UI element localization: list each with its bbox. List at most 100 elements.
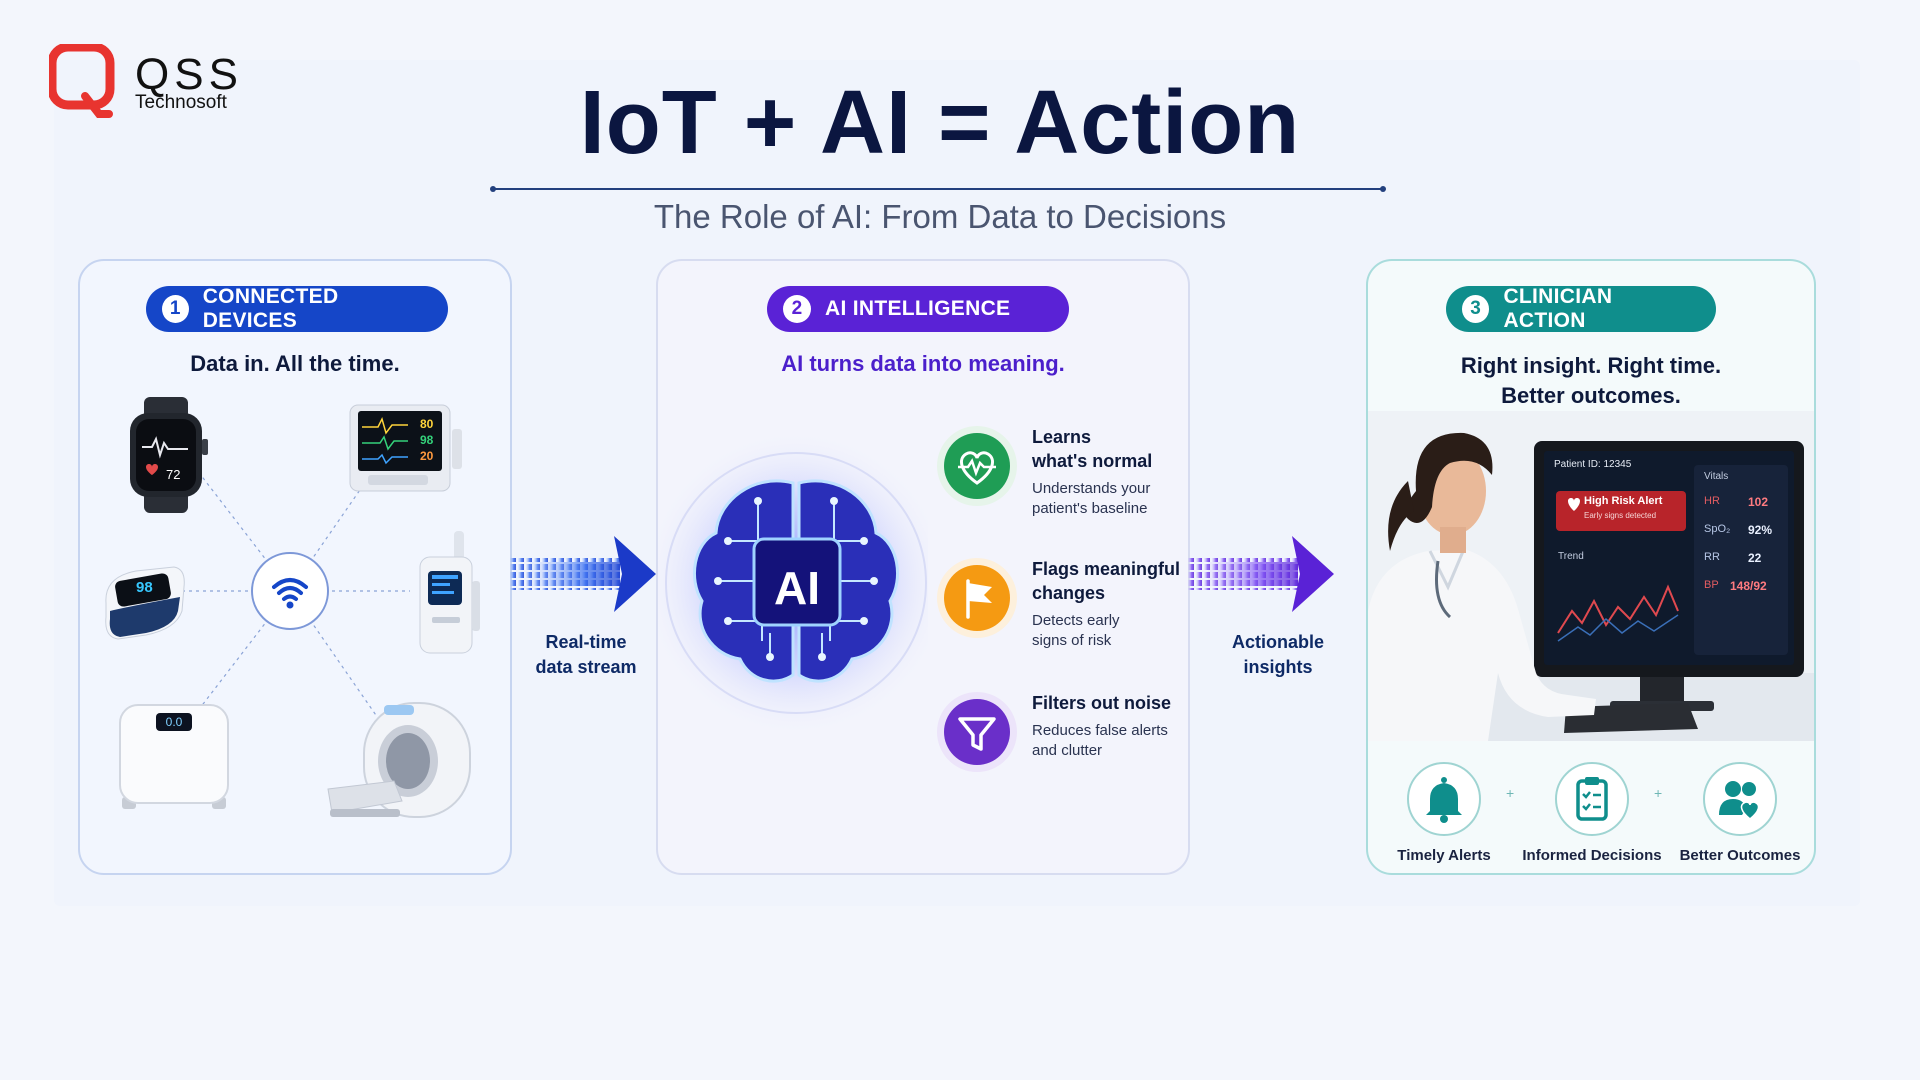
feature-2-body-line2: signs of risk bbox=[1032, 632, 1112, 649]
pulse-oximeter-device: 98 bbox=[96, 553, 192, 649]
brain-circuit-icon bbox=[646, 433, 946, 733]
feature-2-heading: Flags meaningful changes bbox=[1032, 557, 1192, 605]
title-divider bbox=[490, 186, 1386, 192]
outcomes-row: Timely Alerts + Informed Decisions + bbox=[1368, 751, 1814, 871]
feature-filters-noise: Filters out noise Reduces false alerts a… bbox=[936, 691, 1196, 791]
ai-intelligence-badge: 2 AI INTELLIGENCE bbox=[767, 286, 1069, 332]
connected-devices-panel: 1 CONNECTED DEVICES Data in. All the tim… bbox=[78, 259, 512, 875]
infusion-pump-icon bbox=[419, 531, 480, 654]
patient-monitor-icon bbox=[349, 404, 462, 492]
action-tagline-line1: Right insight. Right time. bbox=[1460, 353, 1722, 378]
connected-devices-label: CONNECTED DEVICES bbox=[202, 285, 339, 332]
brand-sub: Technosoft bbox=[135, 92, 227, 113]
feature-flags-changes: Flags meaningful changes Detects early s… bbox=[936, 557, 1196, 657]
vital-hr-name: HR bbox=[1704, 495, 1720, 507]
wifi-hub bbox=[250, 551, 330, 631]
mri-scanner-device bbox=[324, 697, 474, 823]
screen-patient-id: Patient ID: 12345 bbox=[1554, 459, 1632, 470]
feature-2-body-line1: Detects early bbox=[1032, 612, 1120, 629]
feature-3-body-line1: Reduces false alerts bbox=[1032, 722, 1168, 739]
outcome-better-outcomes: Better Outcomes bbox=[1670, 761, 1810, 864]
monitor-reading-1: 80 bbox=[420, 417, 434, 431]
plus-separator: + bbox=[1506, 785, 1515, 801]
smart-scale-device: 0.0 bbox=[114, 701, 234, 815]
vital-bp-name: BP bbox=[1704, 579, 1719, 591]
screen-alert-subtitle: Early signs detected bbox=[1584, 511, 1657, 520]
feature-1-body-line2: patient's baseline bbox=[1032, 500, 1148, 517]
vital-bp-value: 148/92 bbox=[1730, 579, 1767, 593]
feature-3-body-line2: and clutter bbox=[1032, 742, 1103, 759]
bell-icon bbox=[1407, 762, 1481, 836]
smartwatch-device: 72 bbox=[122, 397, 212, 513]
vital-spo2-name: SpO₂ bbox=[1704, 523, 1731, 535]
data-stream-label-line2: data stream bbox=[535, 657, 637, 677]
heart-pulse-icon bbox=[937, 426, 1017, 506]
insights-label-line2: insights bbox=[1243, 657, 1313, 677]
outcome-timely-alerts: Timely Alerts bbox=[1374, 761, 1514, 864]
page-subtitle: The Role of AI: From Data to Decisions bbox=[653, 198, 1227, 235]
feature-2-heading-line1: Flags meaningful bbox=[1032, 559, 1181, 579]
clinician-at-monitor-illustration bbox=[1368, 411, 1814, 741]
feature-1-heading: Learns what's normal bbox=[1032, 425, 1192, 473]
data-stream-label: Real-time data stream bbox=[516, 630, 656, 680]
outcome-label: Better Outcomes bbox=[1679, 847, 1801, 864]
feature-1-body: Understands your patient's baseline bbox=[1032, 479, 1192, 519]
step-number: 2 bbox=[783, 295, 811, 323]
vital-rr-name: RR bbox=[1704, 551, 1720, 563]
vital-rr-value: 22 bbox=[1748, 551, 1762, 565]
ai-brain-graphic: AI bbox=[646, 421, 946, 741]
monitor-reading-2: 98 bbox=[420, 433, 434, 447]
patient-monitor-device: 80 98 20 bbox=[348, 403, 464, 499]
infusion-pump-device bbox=[414, 531, 486, 657]
clinician-action-panel: 3 CLINICIAN ACTION Right insight. Right … bbox=[1366, 259, 1816, 875]
device-network-lines bbox=[170, 460, 410, 722]
ai-intelligence-panel: 2 AI INTELLIGENCE AI turns data into mea… bbox=[646, 259, 1190, 875]
step-number: 1 bbox=[162, 295, 189, 323]
feature-1-heading-line1: Learns bbox=[1032, 427, 1092, 447]
screen-trend-label: Trend bbox=[1558, 551, 1584, 562]
action-tagline-line2: Better outcomes. bbox=[1501, 383, 1681, 408]
clinician-action-label: CLINICIAN ACTION bbox=[1503, 285, 1613, 332]
data-stream-arrow bbox=[510, 536, 656, 612]
feature-1-body-line1: Understands your bbox=[1032, 480, 1151, 497]
ai-chip-label: AI bbox=[774, 562, 820, 614]
clinician-action-badge: 3 CLINICIAN ACTION bbox=[1446, 285, 1716, 332]
feature-3-heading-line1: Filters out noise bbox=[1032, 693, 1172, 713]
pulse-oximeter-icon bbox=[105, 566, 185, 640]
data-stream-label-line1: Real-time bbox=[545, 632, 627, 652]
brand-logo: QSS Technosoft bbox=[49, 44, 239, 124]
ai-intelligence-label: AI INTELLIGENCE bbox=[825, 297, 1011, 320]
feature-3-heading: Filters out noise bbox=[1032, 691, 1192, 715]
clinician-scene: Patient ID: 12345 High Risk Alert Early … bbox=[1368, 411, 1814, 741]
vital-spo2-value: 92% bbox=[1748, 523, 1773, 537]
connected-devices-badge: 1 CONNECTED DEVICES bbox=[146, 285, 448, 332]
outcome-label: Informed Decisions bbox=[1522, 847, 1662, 864]
brand-name: QSS bbox=[135, 50, 243, 99]
oximeter-reading: 98 bbox=[136, 579, 153, 596]
funnel-icon bbox=[937, 692, 1017, 772]
smart-scale-icon bbox=[119, 704, 229, 809]
insights-label-line1: Actionable bbox=[1231, 632, 1324, 652]
devices-tagline: Data in. All the time. bbox=[190, 351, 400, 376]
feature-1-heading-line2: what's normal bbox=[1032, 451, 1153, 471]
watch-heart-rate: 72 bbox=[166, 467, 181, 482]
step-number: 3 bbox=[1462, 295, 1490, 323]
outcome-label: Timely Alerts bbox=[1397, 847, 1491, 864]
scale-reading: 0.0 bbox=[165, 715, 183, 729]
feature-learns-normal: Learns what's normal Understands your pa… bbox=[936, 425, 1196, 525]
smartwatch-icon bbox=[130, 397, 208, 513]
feature-2-body: Detects early signs of risk bbox=[1032, 611, 1192, 651]
monitor-reading-3: 20 bbox=[420, 449, 434, 463]
qss-logo-mark bbox=[49, 44, 115, 118]
people-heart-icon bbox=[1703, 762, 1777, 836]
vital-hr-value: 102 bbox=[1748, 495, 1769, 509]
outcome-informed-decisions: Informed Decisions bbox=[1522, 761, 1662, 864]
flag-icon bbox=[937, 558, 1017, 638]
screen-alert-title: High Risk Alert bbox=[1584, 495, 1663, 507]
mri-scanner-icon bbox=[327, 702, 471, 818]
action-tagline: Right insight. Right time. Better outcom… bbox=[1368, 351, 1814, 411]
insights-label: Actionable insights bbox=[1208, 630, 1348, 680]
feature-3-body: Reduces false alerts and clutter bbox=[1032, 721, 1192, 761]
page-title: IoT + AI = Action bbox=[579, 73, 1301, 173]
ai-tagline: AI turns data into meaning. bbox=[781, 351, 1065, 376]
